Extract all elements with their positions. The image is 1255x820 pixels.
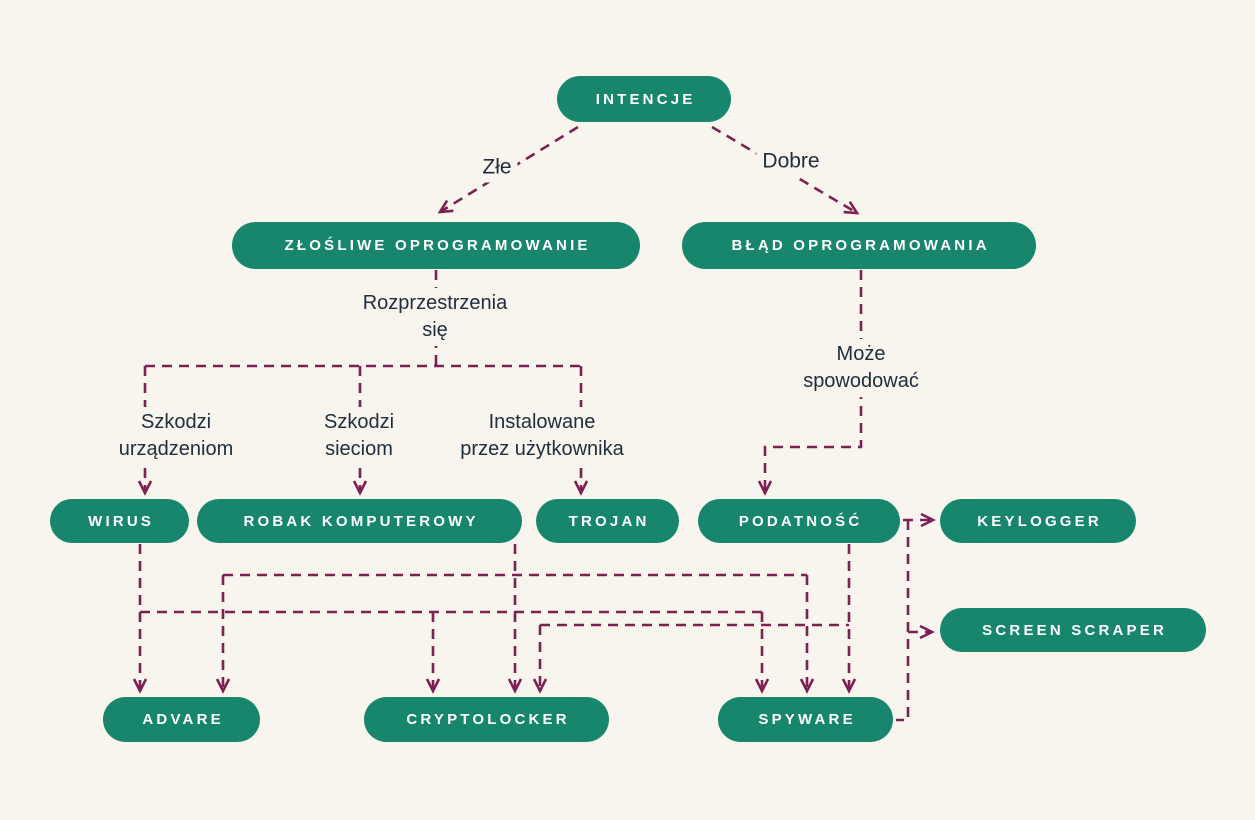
edge-label-instalowane: Instalowane przez użytkownika	[454, 407, 630, 465]
node-screen-scraper: SCREEN SCRAPER	[940, 608, 1206, 652]
node-wirus: WIRUS	[50, 499, 189, 543]
edge-label-szkodzi-sieciom: Szkodzi sieciom	[317, 407, 401, 465]
node-keylogger: KEYLOGGER	[940, 499, 1136, 543]
node-trojan: TROJAN	[536, 499, 679, 543]
edge-label-moze-spowodowac: Może spowodować	[797, 339, 925, 397]
right-rail	[896, 520, 910, 722]
edge-label-szkodzi-urzadzeniom: Szkodzi urządzeniom	[112, 407, 240, 465]
node-advare: ADVARE	[103, 697, 260, 742]
node-zlosliwe-oprogramowanie: ZŁOŚLIWE OPROGRAMOWANIE	[232, 222, 640, 269]
node-intencje: INTENCJE	[557, 76, 731, 122]
node-robak-komputerowy: ROBAK KOMPUTEROWY	[197, 499, 522, 543]
node-blad-oprogramowania: BŁĄD OPROGRAMOWANIA	[682, 222, 1036, 269]
node-spyware: SPYWARE	[718, 697, 893, 742]
edge-intencje-blad	[711, 125, 857, 213]
node-cryptolocker: CRYPTOLOCKER	[364, 697, 609, 742]
node-podatnosc: PODATNOŚĆ	[698, 499, 900, 543]
edge-label-zle: Złe	[476, 151, 518, 183]
edge-label-dobre: Dobre	[756, 145, 826, 177]
edge-label-rozprzestrzenia: Rozprzestrzenia się	[356, 288, 514, 346]
